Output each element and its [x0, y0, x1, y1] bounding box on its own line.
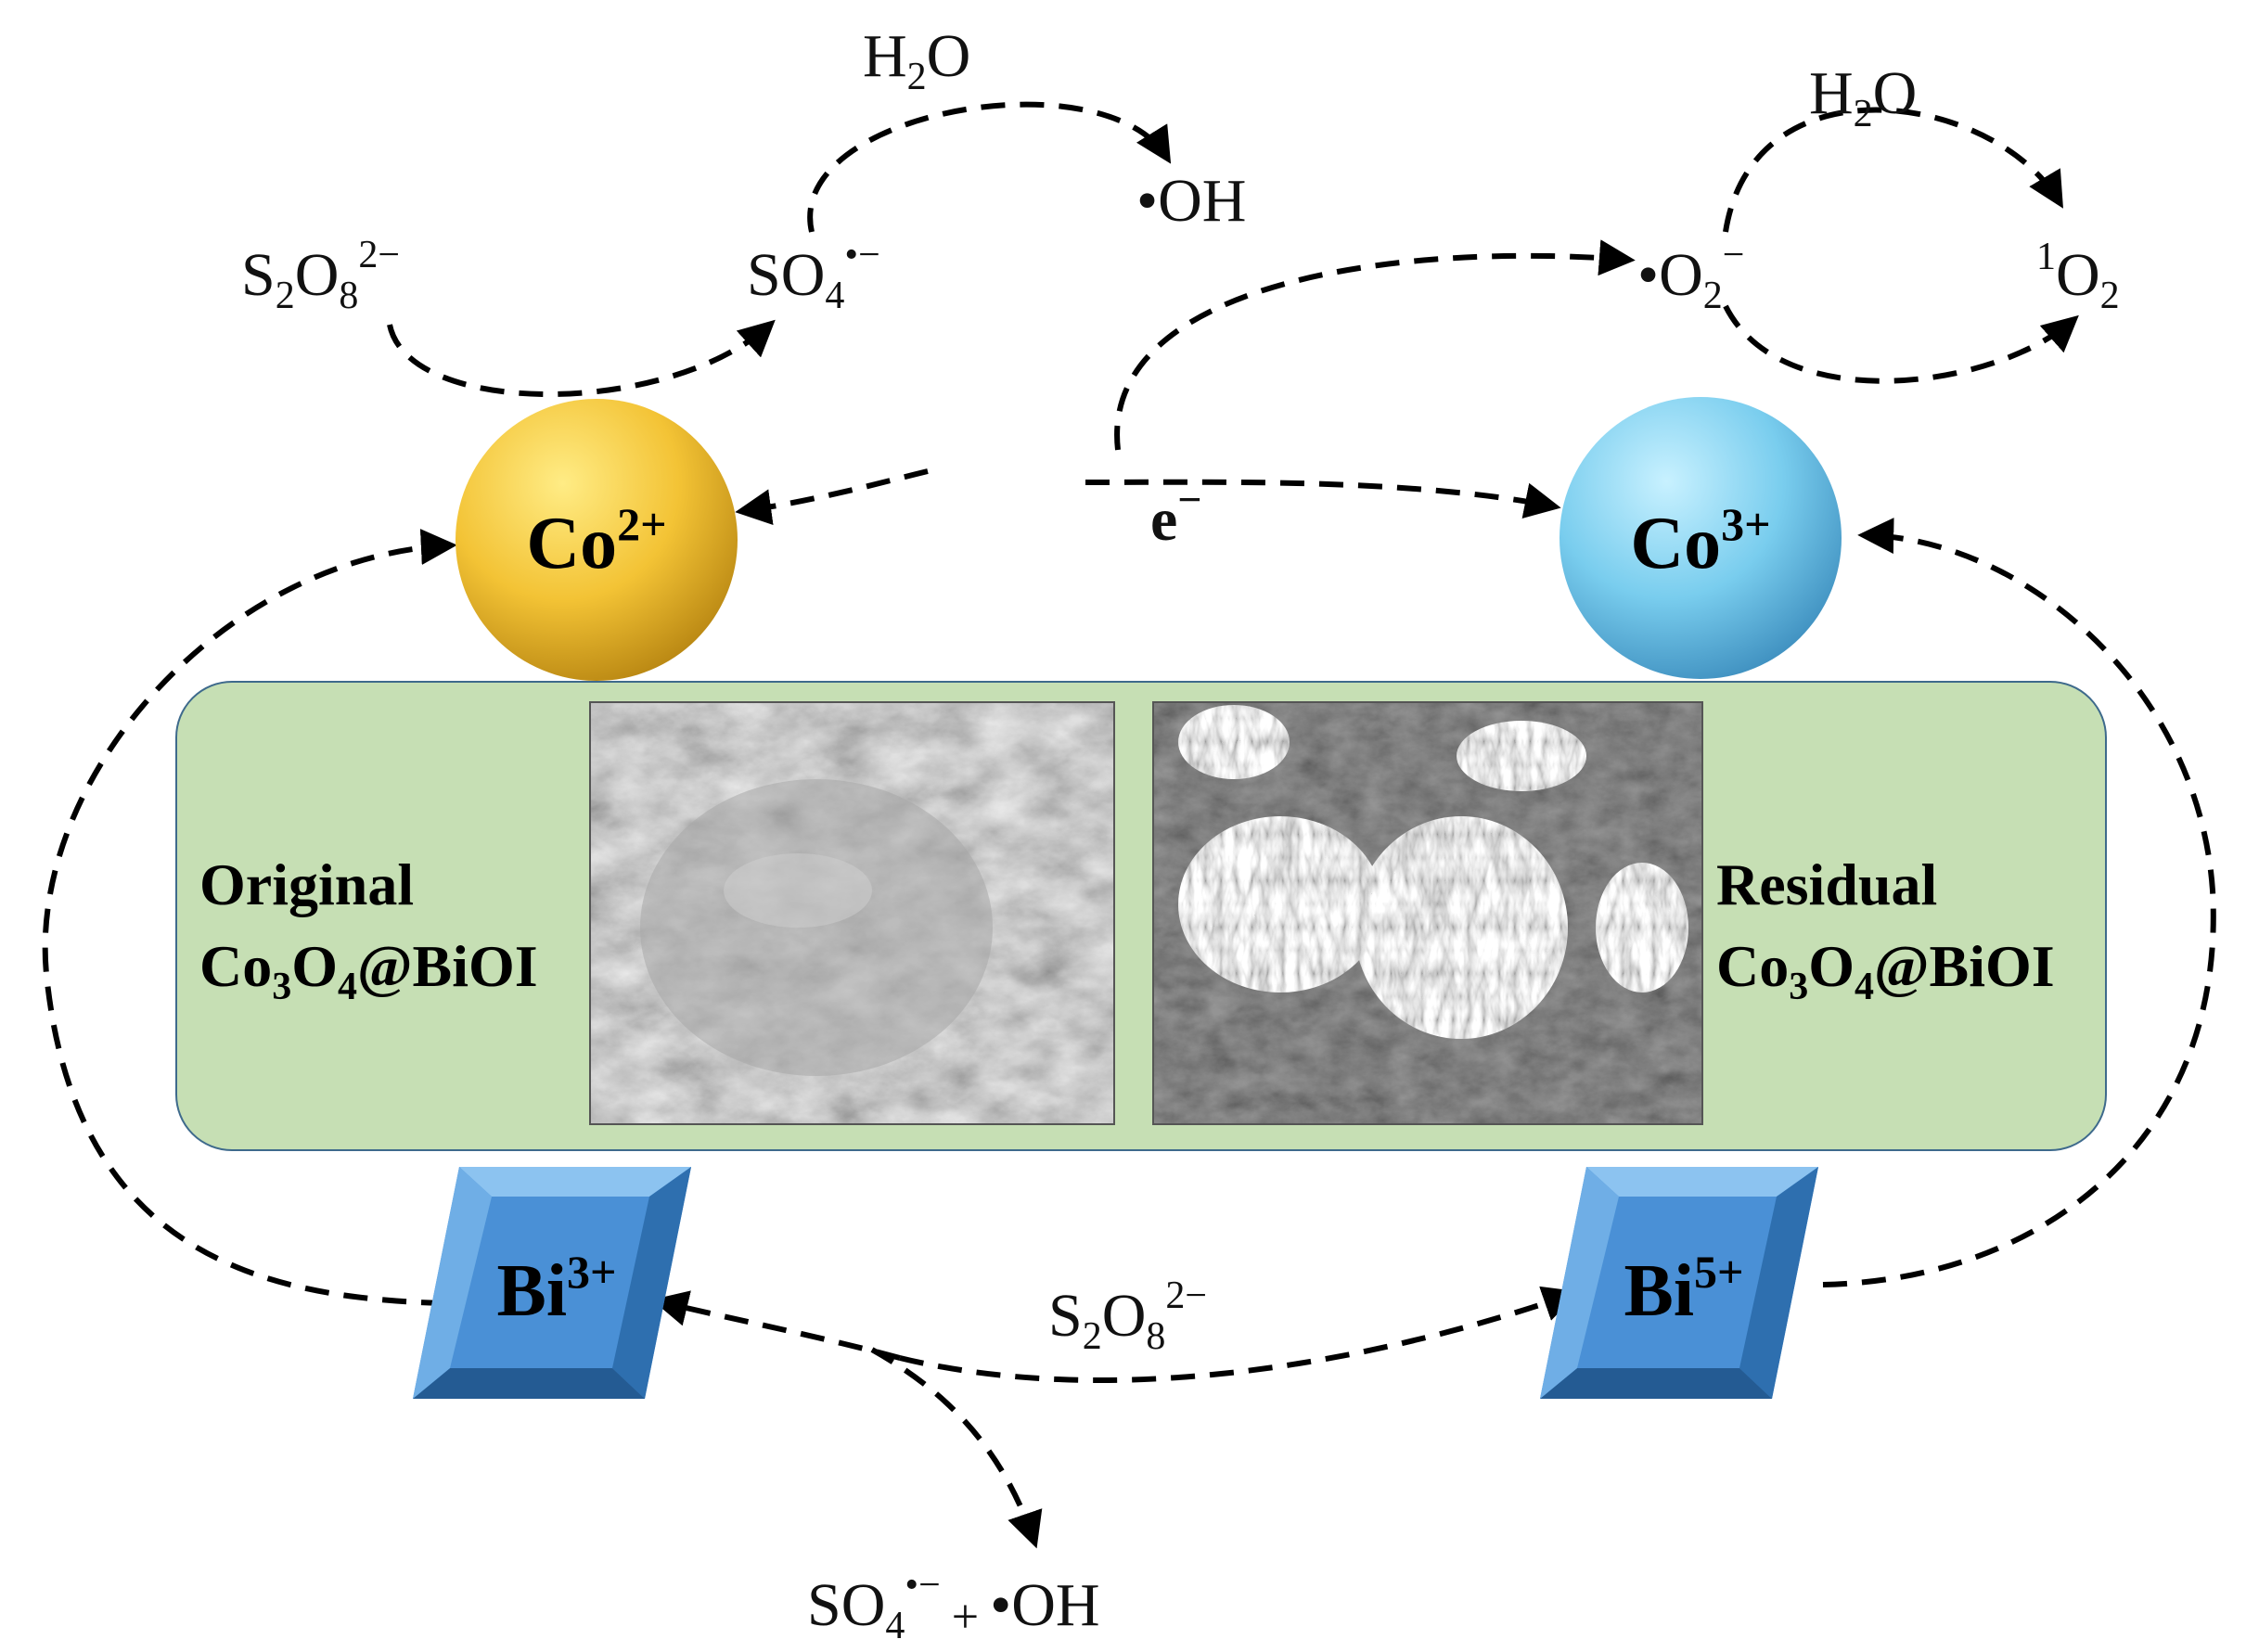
arrow-so4-to-oh: [807, 101, 1172, 233]
co2-sphere: [456, 399, 738, 681]
h2o-right-label: H2O: [1809, 59, 1917, 135]
arrow-co-loop-to-o2-radical: [1114, 239, 1636, 451]
arrow-o2-radical-to-singlet-lower: [1723, 304, 2079, 384]
superoxide-radical-label: •O2−: [1637, 234, 1744, 317]
s2o8-top-label: S2O82−: [241, 234, 400, 317]
arrow-s2o8-to-bi3: [651, 1290, 901, 1361]
so4-radical-label: SO4•−: [747, 234, 880, 317]
oh-radical-top-label: •OH: [1136, 167, 1246, 235]
s2o8-bottom-label: S2O82−: [1048, 1274, 1207, 1358]
bi5-label: Bi5+: [1624, 1246, 1743, 1332]
sem-image-original: [589, 701, 1115, 1125]
arrow-s2o8-to-bi5: [899, 1286, 1580, 1383]
bi3-prism: [413, 1167, 691, 1399]
arrow-co3-to-co2: [735, 468, 929, 526]
original-label-line1: Original: [199, 852, 414, 917]
arrow-o2-radical-to-singlet-upper: [1723, 107, 2063, 233]
arrow-bi5-to-co3: [1822, 518, 2216, 1287]
sem-image-residual: [1152, 701, 1703, 1125]
bi3-label: Bi3+: [496, 1246, 616, 1332]
h2o-left-label: H2O: [863, 22, 970, 98]
electron-label: e−: [1150, 476, 1202, 554]
co3-sphere: [1559, 397, 1842, 679]
original-label-line2: Co3O4@BiOI: [199, 933, 538, 1008]
products-bottom-label: SO4•−+•OH: [807, 1564, 1100, 1647]
co2-label: Co2+: [526, 498, 666, 584]
residual-label-line1: Residual: [1716, 852, 1937, 917]
co3-label: Co3+: [1630, 498, 1770, 584]
arrow-co2-to-co3: [1085, 479, 1561, 519]
residual-label-line2: Co3O4@BiOI: [1716, 933, 2055, 1008]
bi5-prism: [1540, 1167, 1818, 1399]
arrow-bi3-to-products: [870, 1347, 1043, 1549]
singlet-oxygen-label: 1O2: [2036, 236, 2120, 317]
arrow-bi3-to-co2: [42, 529, 457, 1306]
arrow-s2o8-to-so4: [387, 319, 776, 397]
